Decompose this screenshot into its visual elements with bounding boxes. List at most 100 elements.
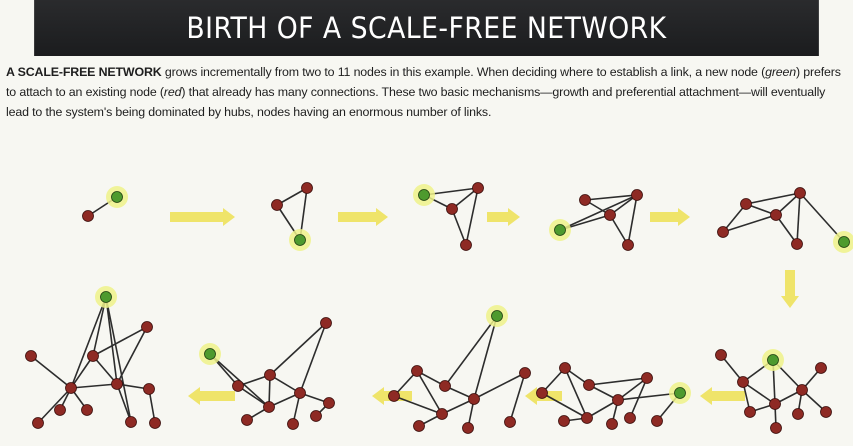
existing-node (436, 408, 448, 420)
link (722, 214, 777, 233)
new-node (674, 387, 686, 399)
link (444, 315, 498, 387)
existing-node (294, 387, 306, 399)
existing-node (141, 321, 153, 333)
existing-node (446, 203, 458, 215)
link (559, 194, 638, 231)
existing-node (320, 317, 332, 329)
existing-node (606, 418, 618, 430)
existing-node (641, 372, 653, 384)
link (796, 192, 801, 245)
existing-node (769, 398, 781, 410)
existing-node (54, 404, 66, 416)
link (586, 399, 619, 419)
growth-arrow-1 (170, 208, 235, 226)
network-stage-4 (549, 189, 643, 251)
caption-part-2: ) prefers to attach to an existing node … (6, 65, 841, 99)
link (237, 385, 270, 408)
link (745, 192, 801, 205)
existing-node (472, 182, 484, 194)
new-node (294, 234, 306, 246)
caption-part-3: ) that already has many connections. The… (6, 85, 826, 119)
link (465, 187, 479, 246)
link (509, 372, 526, 423)
link (541, 392, 588, 419)
existing-node (715, 349, 727, 361)
existing-node (717, 226, 729, 238)
growth-arrow-5 (781, 270, 799, 308)
network-stage-1 (82, 186, 128, 222)
diagram-title-text: BIRTH OF A SCALE-FREE NETWORK (186, 11, 667, 45)
new-node (767, 354, 779, 366)
link (584, 194, 638, 201)
existing-node (796, 384, 808, 396)
existing-node (413, 420, 425, 432)
existing-node (149, 417, 161, 429)
existing-node (744, 406, 756, 418)
existing-node (32, 417, 44, 429)
network-stage-10 (25, 286, 161, 429)
existing-node (583, 379, 595, 391)
existing-node (624, 412, 636, 424)
existing-node (622, 239, 634, 251)
link (70, 296, 107, 389)
link (564, 367, 588, 419)
link (473, 315, 498, 400)
network-stage-6 (715, 349, 832, 434)
existing-node (87, 350, 99, 362)
link (116, 383, 132, 423)
network-stage-3 (413, 182, 484, 251)
existing-node (287, 418, 299, 430)
existing-node (301, 182, 313, 194)
existing-node (581, 412, 593, 424)
new-node (491, 310, 503, 322)
existing-node (388, 390, 400, 402)
existing-node (468, 393, 480, 405)
caption-term-new: green (765, 65, 797, 79)
growth-arrow-6 (700, 387, 745, 405)
existing-node (559, 362, 571, 374)
existing-node (815, 362, 827, 374)
link (775, 214, 798, 245)
network-growth-diagram (25, 182, 853, 434)
link (393, 395, 443, 415)
existing-node (82, 210, 94, 222)
existing-node (792, 408, 804, 420)
existing-node (504, 416, 516, 428)
caption-part-1: grows incrementally from two to 11 nodes… (161, 65, 766, 79)
link (105, 296, 132, 423)
existing-node (820, 406, 832, 418)
existing-node (25, 350, 37, 362)
existing-node (536, 387, 548, 399)
link (92, 355, 118, 385)
link (617, 377, 648, 401)
new-node (204, 348, 216, 360)
link (627, 194, 638, 246)
growth-arrow-3 (487, 208, 520, 226)
new-node (418, 189, 430, 201)
link (70, 383, 118, 389)
existing-node (558, 415, 570, 427)
link (105, 296, 118, 385)
network-stage-7 (536, 362, 691, 430)
link (70, 355, 94, 389)
link (473, 372, 526, 400)
new-node (111, 191, 123, 203)
link (451, 208, 467, 246)
network-stage-2 (271, 182, 313, 251)
existing-node (323, 397, 335, 409)
existing-node (770, 422, 782, 434)
caption-lead: A SCALE-FREE NETWORK (6, 65, 162, 79)
existing-node (439, 380, 451, 392)
growth-arrow-4 (650, 208, 690, 226)
new-node (100, 291, 112, 303)
new-node (838, 236, 850, 248)
existing-node (65, 382, 77, 394)
link (722, 203, 747, 233)
existing-node (81, 404, 93, 416)
network-stage-9 (199, 317, 335, 430)
link (416, 370, 443, 415)
existing-node (791, 238, 803, 250)
existing-node (770, 209, 782, 221)
existing-node (271, 199, 283, 211)
